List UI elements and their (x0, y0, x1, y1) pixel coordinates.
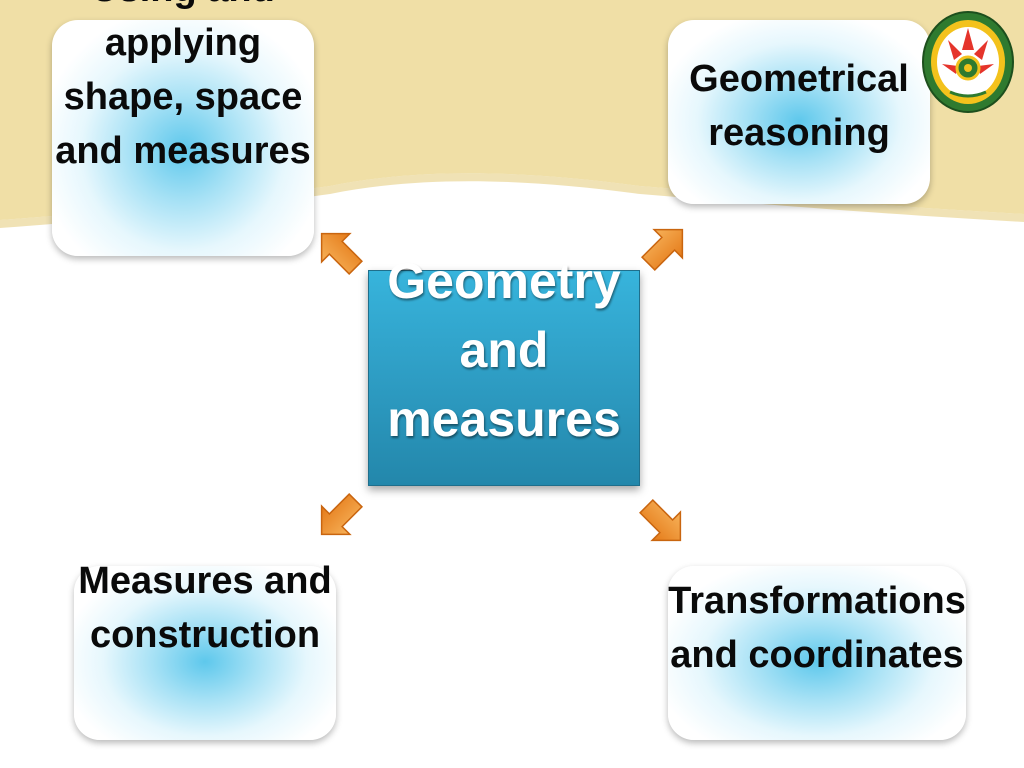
arrow-icon-bottom-left (306, 485, 371, 550)
center-topic-label: Geometry and measures (387, 253, 621, 447)
arrow-icon-bottom-right (631, 491, 696, 556)
node-transformations-coordinates: Transformations and coordinates (668, 566, 966, 740)
node-geometrical-reasoning: Geometrical reasoning (668, 20, 930, 204)
node-label-geometrical-reasoning: Geometrical reasoning (689, 58, 909, 154)
node-using-applying: Using and applying shape, space and meas… (52, 0, 314, 256)
node-label-using-applying: Using and applying shape, space and meas… (55, 0, 311, 172)
university-seal-icon (922, 11, 1014, 113)
center-topic-box: Geometry and measures (368, 253, 640, 486)
node-label-transformations-coordinates: Transformations and coordinates (668, 580, 966, 676)
node-measures-construction: Measures and construction (74, 560, 336, 740)
node-label-measures-construction: Measures and construction (78, 560, 332, 656)
